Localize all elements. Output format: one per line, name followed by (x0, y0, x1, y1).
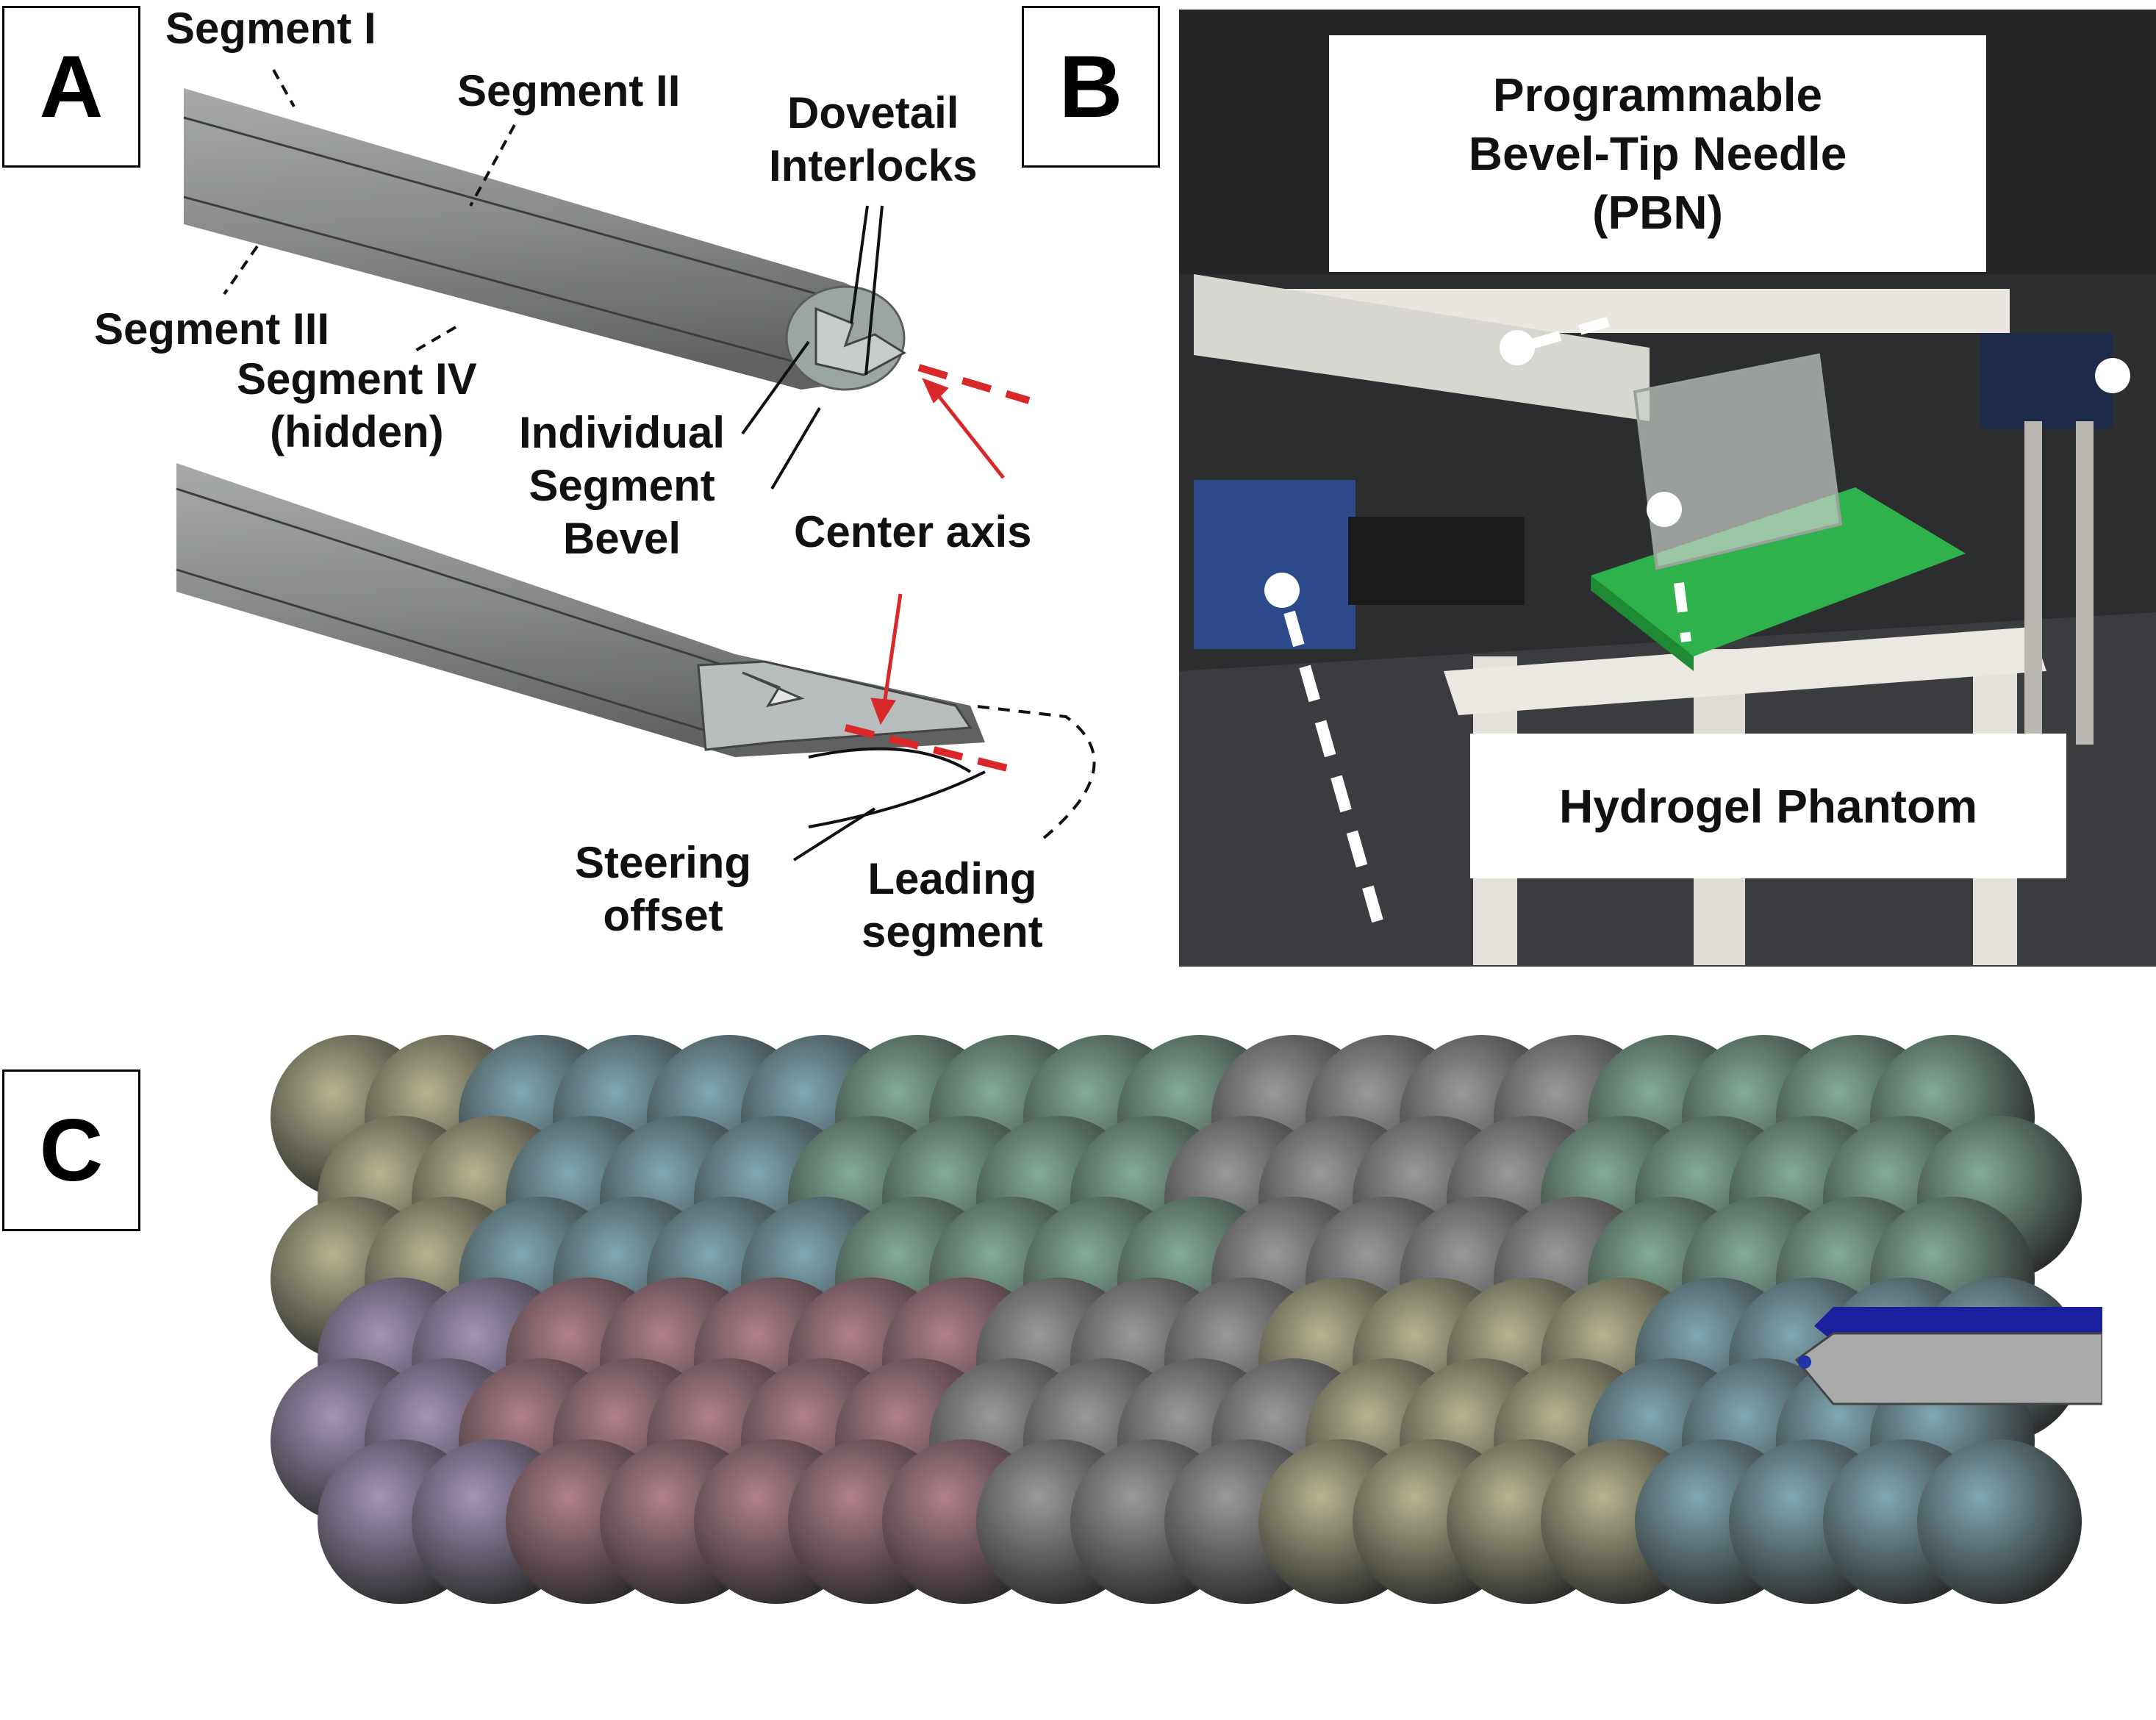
center-axis-upper (917, 364, 1031, 404)
center-axis-lower (844, 724, 1023, 775)
upper-needle (183, 88, 906, 391)
pbn-callout: Programmable Bevel-Tip Needle (PBN) (1329, 35, 1986, 272)
hydrogel-phantom-block (1591, 487, 1966, 656)
label-leading-segment: Leading segment (862, 854, 1043, 956)
lower-needle (176, 463, 985, 757)
panel-a-letter: A (2, 6, 140, 168)
center-axis-arrows (870, 378, 1005, 725)
panel-b-letter: B (1022, 6, 1160, 168)
label-center-axis: Center axis (794, 507, 1032, 556)
sphere (1917, 1439, 2082, 1604)
label-individual-segment-bevel: Individual Segment Bevel (519, 408, 726, 563)
sphere-grid (271, 1035, 2104, 1604)
label-segment-iii: Segment III (94, 304, 330, 354)
label-steering-offset: Steering offset (575, 838, 752, 940)
sphere-phantom-simulation (206, 970, 2104, 1716)
label-dovetail-interlocks: Dovetail Interlocks (769, 88, 978, 190)
hydrogel-phantom-callout: Hydrogel Phantom (1470, 734, 2066, 878)
label-segment-i: Segment I (165, 4, 376, 53)
leader-lines (223, 69, 1096, 861)
simulated-needle (1794, 1307, 2104, 1405)
label-segment-ii: Segment II (457, 66, 681, 115)
needle-illustration (176, 69, 1096, 861)
panel-c-letter: C (2, 1069, 140, 1231)
experimental-setup-photo: Programmable Bevel-Tip Needle (PBN) Hydr… (1179, 10, 2156, 967)
label-segment-iv: Segment IV (hidden) (237, 354, 477, 456)
